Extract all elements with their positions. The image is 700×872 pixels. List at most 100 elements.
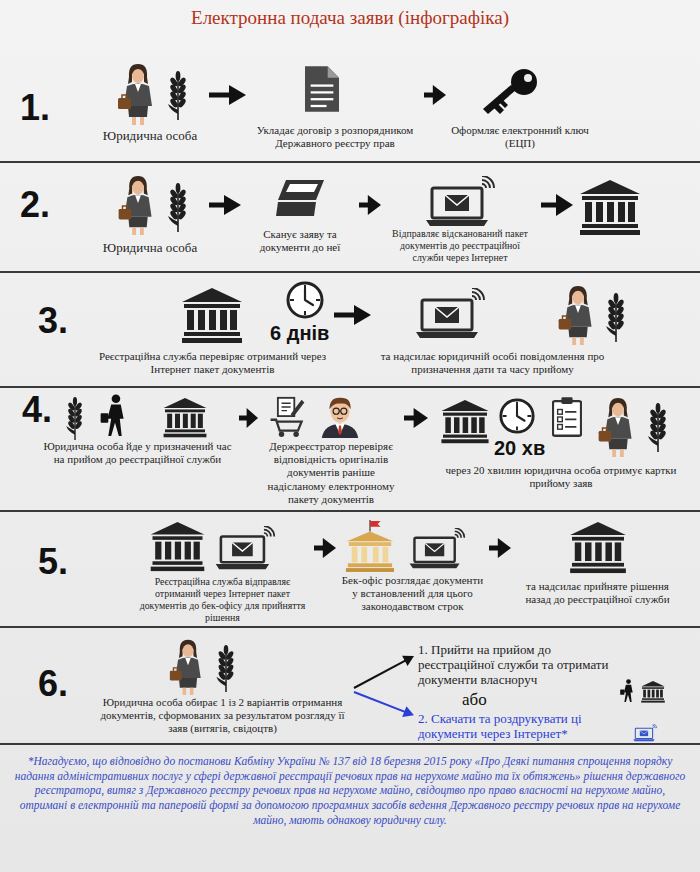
step-number: 1. — [20, 90, 50, 126]
bank-building-icon — [182, 288, 242, 343]
step-caption: Юридична особа обирає 1 із 2 варіантів о… — [95, 696, 350, 736]
flow-arrow — [354, 656, 414, 688]
registrar-icon — [322, 398, 358, 438]
arrow-shaft — [334, 313, 357, 318]
step-band: 1. Юридична особа Укладає договір з розпор… — [0, 38, 700, 163]
laptop-mail-icon — [216, 526, 275, 569]
decorative-arrow-head — [556, 194, 573, 216]
businesswoman-icon — [170, 640, 201, 695]
bank-building-icon — [164, 398, 207, 437]
documents-cart-icon — [271, 398, 305, 437]
duration-label: 20 хв — [494, 437, 545, 460]
step-caption: Юридична особа йде у призначений час на … — [40, 440, 235, 466]
arrow-head — [433, 85, 446, 105]
step-band: 6. Юридична особа обирає 1 із 2 варіантів… — [0, 630, 700, 745]
step-caption: Укладає договір з розпорядником Державно… — [250, 124, 420, 150]
clock-icon — [501, 400, 533, 432]
step-number: 4. — [22, 392, 52, 428]
step-box: Юридична особа — [95, 172, 205, 256]
duration-label: 6 днів — [270, 322, 329, 345]
step-band: 3. Реєстраційна служба перевіряє отримани… — [0, 275, 700, 388]
step-caption: Бек-офіс розглядає документи у встановле… — [340, 574, 485, 614]
flow-arrow — [489, 538, 511, 558]
step-number: 2. — [20, 187, 50, 223]
arrow-head — [354, 305, 371, 325]
step-box: та надсилає юридичній особі повідомлення… — [375, 282, 610, 376]
clock-icon — [288, 283, 322, 317]
arrow-shaft — [354, 692, 406, 712]
step-caption: Юридична особа — [95, 240, 205, 256]
step-caption: через 20 хвилин юридична особа отримує к… — [432, 464, 690, 490]
flow-arrow — [424, 85, 446, 105]
step-band: 5. Реєстраційна служба відправляє отриман… — [0, 514, 700, 628]
step-box: Юридична особа йде у призначений час на … — [40, 394, 235, 466]
flow-arrow — [359, 195, 381, 215]
step-caption: та надсилає прийняте рішення назад до ре… — [515, 580, 680, 606]
key-icon — [483, 69, 537, 114]
step-caption: 2. Скачати та роздрукувати ці документи … — [418, 712, 628, 742]
wheat-icon — [66, 397, 83, 440]
flow-arrow — [334, 305, 371, 325]
bank-building-icon — [580, 180, 640, 235]
step-box: Оформляє електронний ключ (ЕЦП) — [450, 60, 590, 150]
arrow-head — [323, 538, 336, 558]
step-box: Сканує заяву та документи до неї — [245, 172, 355, 254]
arrow-head — [402, 656, 414, 666]
step-box: Реєстраційна служба відправляє отриманий… — [135, 518, 310, 624]
contract-document-icon — [305, 66, 339, 111]
wheat-icon — [168, 183, 187, 232]
title: Електронна подача заяви (інфографіка) — [0, 7, 700, 30]
step-number: 3. — [38, 303, 68, 339]
step-number: 6. — [38, 666, 68, 702]
flow-arrow — [209, 85, 246, 105]
step-caption: та надсилає юридичній особі повідомлення… — [375, 350, 610, 376]
decorative-arrow-shaft — [541, 203, 558, 208]
step-box: Укладає договір з розпорядником Державно… — [250, 60, 420, 150]
scanner-icon — [276, 180, 324, 216]
businesswoman-icon — [559, 286, 592, 345]
or-label: або — [462, 690, 487, 710]
laptop-mail-icon — [633, 724, 657, 741]
walking-woman-icon — [620, 679, 633, 702]
arrow-head — [247, 408, 258, 428]
step-caption: Реєстраційна служба перевіряє отриманий … — [95, 350, 330, 376]
step-caption: Сканує заяву та документи до неї — [245, 228, 355, 254]
step-number: 5. — [38, 544, 68, 580]
step-band: 4. Юридична особа йде у призначений час н… — [0, 390, 700, 512]
step-box: Бек-офіс розглядає документи у встановле… — [340, 518, 485, 614]
arrow-shaft — [209, 93, 232, 98]
flow-arrow — [314, 538, 336, 558]
bank-building-icon — [151, 522, 205, 571]
step-caption: 1. Прийти на прийом до реєстраційної слу… — [418, 643, 618, 688]
businesswoman-icon — [599, 398, 632, 457]
laptop-mail-icon — [416, 288, 484, 338]
bank-building-icon — [641, 681, 665, 703]
arrow-head — [498, 538, 511, 558]
arrow-head — [402, 706, 414, 717]
step-box: Юридична особа обирає 1 із 2 варіантів о… — [95, 636, 350, 736]
flow-arrow — [404, 408, 428, 428]
businesswoman-icon — [119, 176, 152, 235]
step-caption: Юридична особа — [95, 128, 205, 144]
businesswoman-icon — [118, 64, 152, 125]
flow-arrow — [239, 408, 258, 428]
footnote: *Нагадуємо, що відповідно до постанови К… — [14, 754, 686, 828]
step-box: через 20 хвилин юридична особа отримує к… — [432, 394, 690, 490]
step-box: та надсилає прийняте рішення назад до ре… — [515, 518, 680, 606]
flow-arrow — [209, 195, 241, 215]
step-box: Юридична особа — [95, 60, 205, 144]
wheat-icon — [606, 293, 625, 342]
step-caption: Відправляє відсканований пакет документі… — [385, 228, 535, 264]
arrow-head — [229, 85, 246, 105]
bank-building-icon — [570, 522, 626, 573]
clipboard-icon — [553, 397, 581, 435]
laptop-mail-icon — [426, 176, 494, 226]
arrow-shaft — [354, 660, 407, 688]
arrow-head — [368, 195, 381, 215]
back-office-building-icon — [346, 520, 394, 572]
wheat-icon — [168, 71, 187, 120]
step-caption: Оформляє електронний ключ (ЕЦП) — [450, 124, 590, 150]
step-band: 2. Юридична особа Сканує заяву та документ… — [0, 165, 700, 273]
bank-building-icon — [441, 400, 488, 443]
